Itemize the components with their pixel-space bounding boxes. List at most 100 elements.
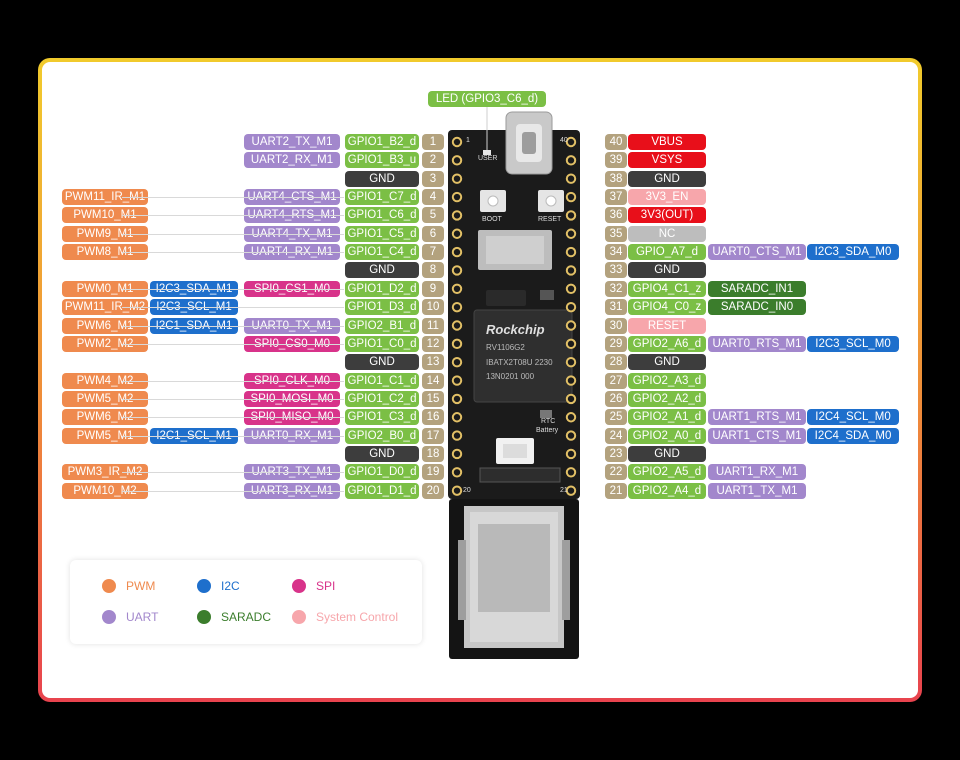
pin-pad-32 — [565, 283, 577, 294]
pin-number-13: 13 — [422, 354, 444, 371]
pin-21-gpio-label: GPIO2_A4_d — [628, 482, 706, 499]
pin-number-21: 21 — [605, 482, 627, 499]
pin-pad-20 — [451, 485, 463, 496]
pin-number-38: 38 — [605, 170, 627, 187]
pin-5-pwm-label: PWM10_M1 — [62, 207, 148, 224]
pin-number-20: 20 — [422, 482, 444, 499]
board-text-rtc: RTC — [541, 418, 556, 425]
pin-pad-30 — [565, 320, 577, 331]
pin-29-i2c-label: I2C3_SCL_M0 — [807, 335, 899, 352]
pin-number-34: 34 — [605, 244, 627, 261]
pin-number-28: 28 — [605, 354, 627, 371]
pin-34-uart-label: UART0_CTS_M1 — [708, 244, 806, 261]
pin-pad-19 — [451, 467, 463, 478]
pin-29-gpio-label: GPIO2_A6_d — [628, 335, 706, 352]
pin-number-8: 8 — [422, 262, 444, 279]
pin-number-29: 29 — [605, 335, 627, 352]
pin-12-gpio-label: GPIO1_C0_d — [345, 335, 419, 352]
legend-dot-i2c — [197, 579, 211, 593]
pin-25-i2c-label: I2C4_SCL_M0 — [807, 409, 899, 426]
pin-pad-36 — [565, 210, 577, 221]
board-text-battery: Battery — [536, 427, 559, 434]
pin-2-gpio-label: GPIO1_B3_u — [345, 152, 419, 169]
legend-dot-spi — [292, 579, 306, 593]
pin-15-pwm-label: PWM5_M2 — [62, 390, 148, 407]
pin-number-2: 2 — [422, 152, 444, 169]
pin-11-gpio-label: GPIO2_B1_d — [345, 317, 419, 334]
pin-number-6: 6 — [422, 225, 444, 242]
pin-number-9: 9 — [422, 280, 444, 297]
pin-18-gnd-label: GND — [345, 445, 419, 462]
pin-39-power-label: VSYS — [628, 152, 706, 169]
legend-label-uart: UART — [126, 610, 159, 624]
board-pin-1: 1 — [466, 137, 470, 144]
chip-brand: Rockchip — [486, 322, 545, 337]
pin-36-power-label: 3V3(OUT) — [628, 207, 706, 224]
pin-30-sys-label: RESET — [628, 317, 706, 334]
pin-pad-22 — [565, 467, 577, 478]
pin-25-gpio-label: GPIO2_A1_d — [628, 409, 706, 426]
pin-15-gpio-label: GPIO1_C2_d — [345, 390, 419, 407]
pin-number-10: 10 — [422, 299, 444, 316]
legend-dot-sys — [292, 610, 306, 624]
pin-number-17: 17 — [422, 427, 444, 444]
pin-5-leader — [122, 215, 344, 217]
pin-7-gpio-label: GPIO1_C4_d — [345, 244, 419, 261]
camera-connector — [479, 467, 561, 483]
pin-17-pwm-label: PWM5_M1 — [62, 427, 148, 444]
pin-pad-34 — [565, 246, 577, 258]
pin-number-15: 15 — [422, 390, 444, 407]
board-pin-21: 21 — [560, 487, 568, 494]
legend-dot-saradc — [197, 610, 211, 624]
pin-number-24: 24 — [605, 427, 627, 444]
pin-pad-4 — [451, 191, 463, 203]
pin-pad-15 — [451, 393, 463, 405]
pin-pad-23 — [565, 448, 577, 460]
pin-number-16: 16 — [422, 409, 444, 426]
pin-number-31: 31 — [605, 299, 627, 316]
board-text-reset: RESET — [538, 216, 562, 223]
board-text-user: USER — [478, 155, 498, 162]
pin-number-27: 27 — [605, 372, 627, 389]
pin-pad-18 — [451, 448, 463, 460]
pin-3-gnd-label: GND — [345, 170, 419, 187]
pin-2-uart-label: UART2_RX_M1 — [244, 152, 340, 169]
pin-19-gpio-label: GPIO1_D0_d — [345, 464, 419, 481]
pin-pad-40 — [565, 136, 577, 148]
pin-34-gpio-label: GPIO_A7_d — [628, 244, 706, 261]
pin-pad-37 — [565, 191, 577, 203]
pin-37-sys-label: 3V3_EN — [628, 189, 706, 206]
chip-line-3: 13N0201 000 — [486, 372, 535, 381]
pin-14-leader — [122, 380, 344, 382]
pin-pad-8 — [451, 265, 463, 276]
pin-17-gpio-label: GPIO2_B0_d — [345, 427, 419, 444]
pin-pad-9 — [451, 283, 463, 294]
pin-25-uart-label: UART1_RTS_M1 — [708, 409, 806, 426]
board-pin-20: 20 — [463, 487, 471, 494]
pin-pad-3 — [451, 173, 463, 184]
pin-pad-21 — [565, 485, 577, 496]
pin-32-gpio-label: GPIO4_C1_z — [628, 280, 706, 297]
pin-number-39: 39 — [605, 152, 627, 169]
pin-5-gpio-label: GPIO1_C6_d — [345, 207, 419, 224]
pin-pad-27 — [565, 375, 577, 386]
pin-12-pwm-label: PWM2_M2 — [62, 335, 148, 352]
pin-pad-6 — [451, 228, 463, 239]
pin-31-gpio-label: GPIO4_C0_z — [628, 299, 706, 316]
pin-pad-7 — [451, 246, 463, 258]
pin-number-30: 30 — [605, 317, 627, 334]
pin-38-gnd-label: GND — [628, 170, 706, 187]
pin-13-gnd-label: GND — [345, 354, 419, 371]
user-led — [483, 150, 491, 155]
pin-4-leader — [122, 197, 344, 199]
pin-pad-10 — [451, 301, 463, 313]
board-pin-40: 40 — [560, 137, 568, 144]
pin-number-33: 33 — [605, 262, 627, 279]
pin-1-uart-label: UART2_TX_M1 — [244, 134, 340, 150]
pin-number-22: 22 — [605, 464, 627, 481]
pin-14-pwm-label: PWM4_M2 — [62, 372, 148, 389]
pin-number-11: 11 — [422, 317, 444, 334]
pin-34-i2c-label: I2C3_SDA_M0 — [807, 244, 899, 261]
pin-10-leader — [122, 307, 344, 309]
